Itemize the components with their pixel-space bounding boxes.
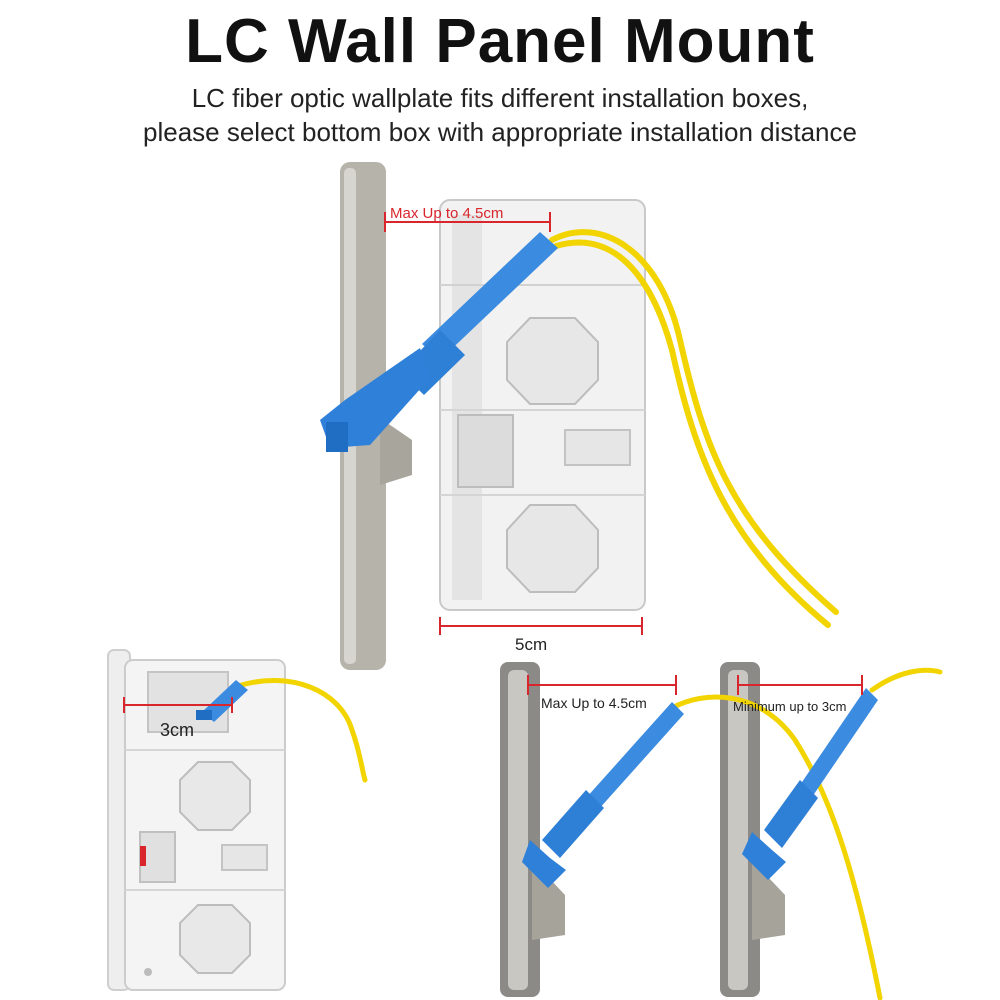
bottom-right-illustration: Max Up to 4.5cm Minimum up to 3cm	[500, 662, 943, 1000]
br-max-measure	[527, 675, 677, 695]
top-max-measure	[384, 212, 551, 232]
subtitle-line-1: LC fiber optic wallplate fits different …	[191, 83, 809, 113]
br-max-label: Max Up to 4.5cm	[541, 695, 647, 711]
bl-fiber-cable	[235, 677, 368, 783]
bl-depth-label: 3cm	[160, 720, 194, 740]
top-fiber-cable	[549, 229, 839, 628]
br-min-label: Minimum up to 3cm	[733, 699, 846, 714]
bl-depth-measure	[123, 697, 233, 713]
br-wall-plate-1	[500, 662, 565, 997]
bl-junction-box	[124, 659, 286, 991]
top-installation-illustration: Max Up to 4.5cm 5cm	[320, 162, 839, 670]
top-lc-connector	[320, 232, 558, 452]
br-wall-plate-2	[720, 662, 785, 997]
bottom-left-illustration: 3cm	[107, 649, 368, 991]
br-lc-connector-2	[742, 688, 878, 880]
br-fiber-cables	[669, 667, 943, 1000]
page-title: LC Wall Panel Mount	[185, 7, 815, 76]
top-max-label: Max Up to 4.5cm	[390, 205, 503, 222]
br-min-measure	[737, 675, 863, 695]
top-depth-label: 5cm	[515, 635, 547, 654]
top-depth-measure	[439, 617, 643, 635]
br-lc-connector-1	[522, 702, 684, 888]
subtitle-line-2: please select bottom box with appropriat…	[143, 117, 857, 147]
bl-lc-connector	[196, 680, 248, 722]
top-junction-box	[439, 199, 646, 611]
